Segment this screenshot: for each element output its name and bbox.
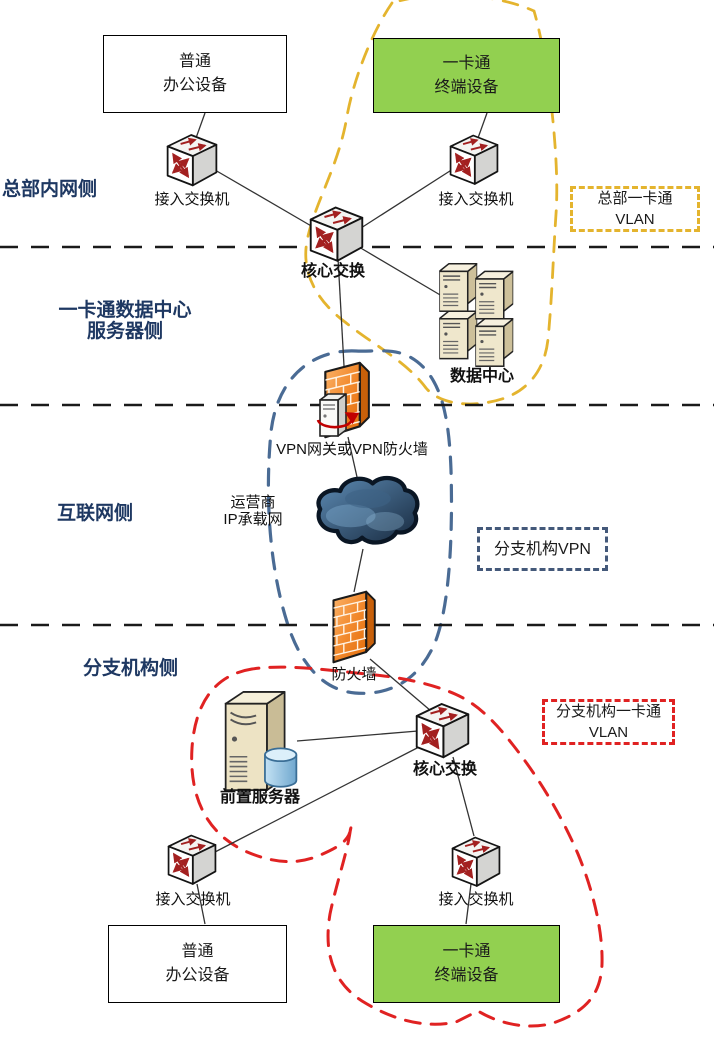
caption-datacenter: 数据中心 — [449, 368, 514, 385]
caption-branch-core: 核心交换 — [412, 761, 477, 778]
section-label-internet: 互联网侧 — [57, 503, 134, 524]
section-label-hq: 总部内网侧 — [2, 179, 98, 200]
branch-office-line1: 普通 — [181, 943, 214, 960]
hq-office-line2: 办公设备 — [162, 77, 227, 94]
branch-office-line2: 办公设备 — [165, 967, 230, 984]
switch-icon — [451, 136, 498, 184]
link-firewall-branchcore — [369, 658, 432, 712]
hq-onecard-line1: 一卡通 — [442, 54, 491, 72]
caption-hq-core: 核心交换 — [300, 263, 365, 280]
link-cloud-firewall — [353, 548, 364, 593]
datacenter-servers-icon — [439, 264, 513, 366]
link-core-datacenter — [358, 246, 448, 300]
link-frontserver-branchcore — [296, 730, 419, 742]
caption-vpn-gateway: VPN网关或VPN防火墙 — [276, 441, 428, 458]
switch-icon — [417, 704, 469, 757]
caption-front-server: 前置服务器 — [219, 789, 300, 806]
caption-carrier-line1: 运营商 — [230, 494, 276, 511]
link-accessright-branchonecard — [465, 883, 472, 925]
link-accessright-core — [360, 168, 454, 229]
branch-onecard-terminals-box: 一卡通 终端设备 — [373, 925, 560, 1003]
link-vpngateway-cloud — [347, 436, 358, 478]
branch-onecard-line2: 终端设备 — [434, 967, 499, 984]
section-label-datacenter-line1: 一卡通数据中心 — [58, 300, 192, 321]
hq-office-line1: 普通 — [178, 53, 211, 70]
caption-branch-access-left: 接入交换机 — [155, 891, 231, 908]
link-accessleft-branchoffice — [196, 883, 206, 925]
branch-vlan-line1: 分支机构一卡通 — [555, 703, 661, 720]
branch-onecard-vlan-zone-outline — [190, 665, 604, 1028]
link-hqonecard-accessright — [477, 112, 488, 139]
link-branchcore-accessright — [452, 756, 475, 837]
link-accessleft-core — [214, 169, 314, 228]
caption-branch-access-right: 接入交换机 — [438, 891, 514, 908]
caption-hq-access-right: 接入交换机 — [438, 191, 514, 208]
vpn-device-icon — [319, 393, 347, 437]
hq-onecard-terminals-box: 一卡通 终端设备 — [373, 38, 560, 113]
vpn-zone-outline — [266, 349, 454, 695]
section-label-datacenter: 一卡通数据中心 服务器侧 — [40, 300, 210, 342]
branch-vlan-label-box: 分支机构一卡通 VLAN — [542, 699, 675, 745]
caption-firewall: 防火墙 — [331, 666, 377, 683]
caption-carrier-line2: IP承载网 — [223, 511, 283, 528]
front-server-icon — [224, 690, 298, 792]
carrier-cloud-icon — [318, 478, 417, 542]
caption-hq-access-left: 接入交换机 — [154, 191, 230, 208]
hq-vlan-line1: 总部一卡通 — [597, 190, 673, 207]
link-core-vpngateway — [337, 257, 345, 367]
branch-vlan-line2: VLAN — [588, 724, 629, 741]
switch-icon — [311, 208, 363, 261]
section-label-branch: 分支机构侧 — [83, 658, 179, 679]
hq-vlan-label-box: 总部一卡通 VLAN — [570, 186, 700, 232]
branch-vpn-label: 分支机构VPN — [494, 540, 591, 558]
hq-onecard-line2: 终端设备 — [434, 78, 499, 96]
branch-office-devices-box: 普通 办公设备 — [108, 925, 287, 1003]
hq-office-devices-box: 普通 办公设备 — [103, 35, 287, 113]
vpn-rotation-arrow-icon — [316, 412, 360, 429]
caption-carrier: 运营商 IP承载网 — [173, 494, 333, 528]
branch-vpn-label-box: 分支机构VPN — [477, 527, 608, 571]
link-hqoffice-accessleft — [195, 112, 206, 139]
link-branchcore-accessleft — [214, 746, 420, 853]
section-label-datacenter-line2: 服务器侧 — [86, 321, 163, 342]
hq-vlan-line2: VLAN — [615, 211, 655, 228]
switch-icon — [453, 838, 500, 886]
firewall-icon — [332, 592, 378, 663]
switch-icon — [169, 836, 216, 884]
branch-onecard-line1: 一卡通 — [442, 943, 491, 960]
switch-icon — [168, 135, 217, 185]
